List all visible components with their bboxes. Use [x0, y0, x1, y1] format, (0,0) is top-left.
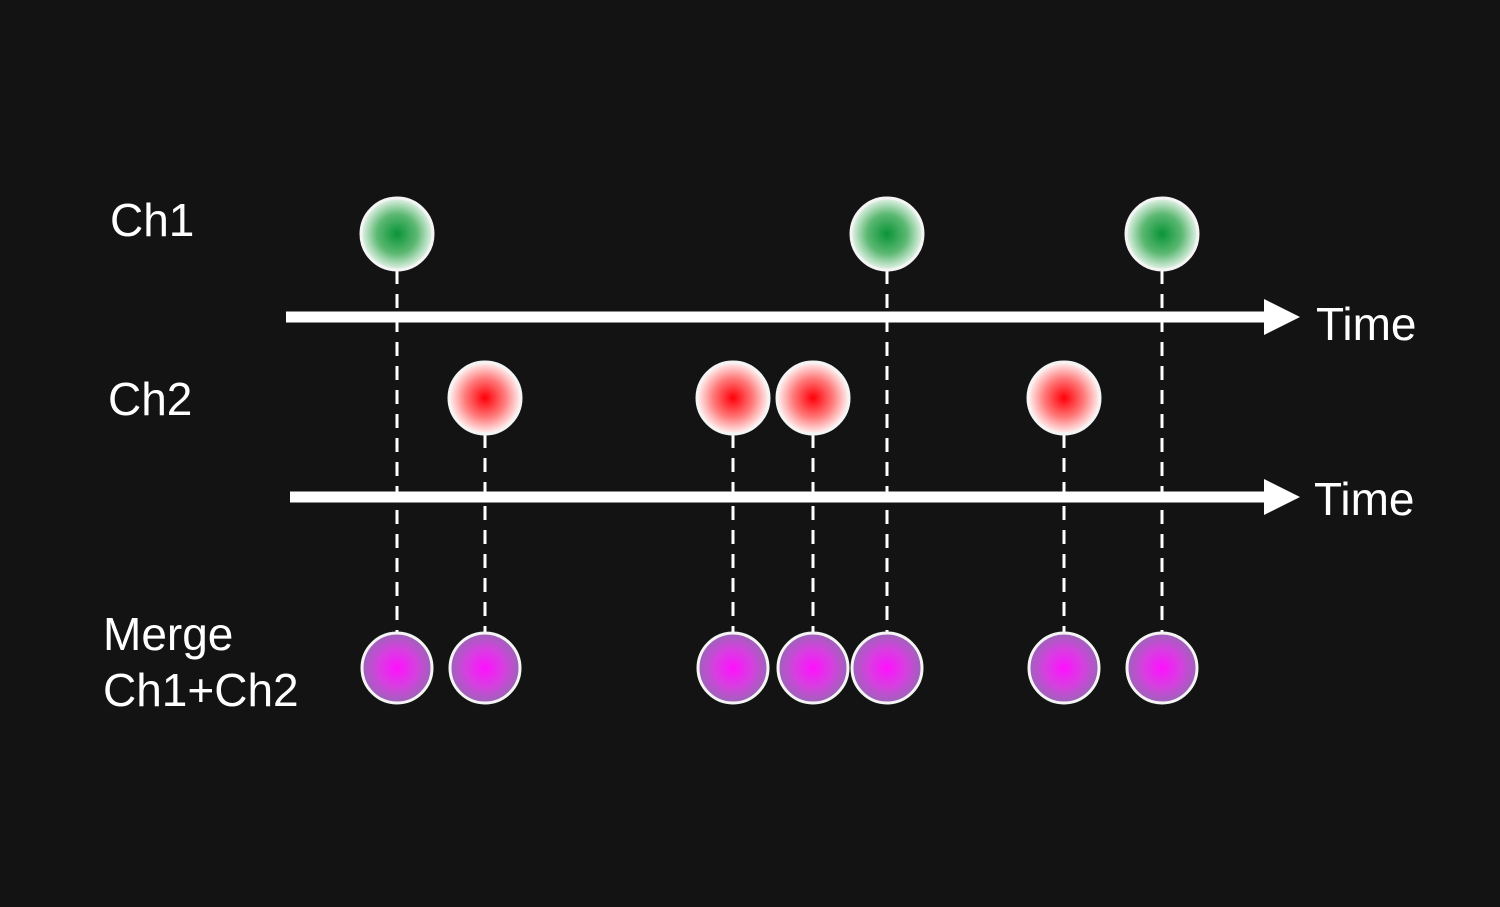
ch2-time-axis — [290, 479, 1300, 515]
ch2-event-e6 — [1026, 360, 1102, 436]
ch2-event-e4 — [775, 360, 851, 436]
ch1-time-axis — [286, 299, 1300, 335]
ch1-axis-label: Time — [1316, 298, 1417, 350]
merge-event-e7 — [1125, 631, 1199, 705]
ch1-event-e5 — [849, 196, 925, 272]
merge-row-label-line2: Ch1+Ch2 — [103, 664, 299, 716]
ch2-row-label: Ch2 — [108, 373, 192, 425]
merge-event-e1 — [360, 631, 434, 705]
merge-event-e5 — [850, 631, 924, 705]
ch2-event-e2 — [447, 360, 523, 436]
merge-event-e2 — [448, 631, 522, 705]
event-markers — [359, 196, 1200, 705]
ch1-axis-arrowhead — [1264, 299, 1300, 335]
merge-event-e6 — [1027, 631, 1101, 705]
guide-lines — [395, 270, 1164, 633]
ch2-axis-label: Time — [1314, 473, 1415, 525]
ch2-axis-arrowhead — [1264, 479, 1300, 515]
merge-event-e3 — [696, 631, 770, 705]
merge-row-label-line1: Merge — [103, 608, 233, 660]
ch1-row-label: Ch1 — [110, 194, 194, 246]
ch1-event-e7 — [1124, 196, 1200, 272]
ch1-event-e1 — [359, 196, 435, 272]
ch2-event-e3 — [695, 360, 771, 436]
merge-event-e4 — [776, 631, 850, 705]
